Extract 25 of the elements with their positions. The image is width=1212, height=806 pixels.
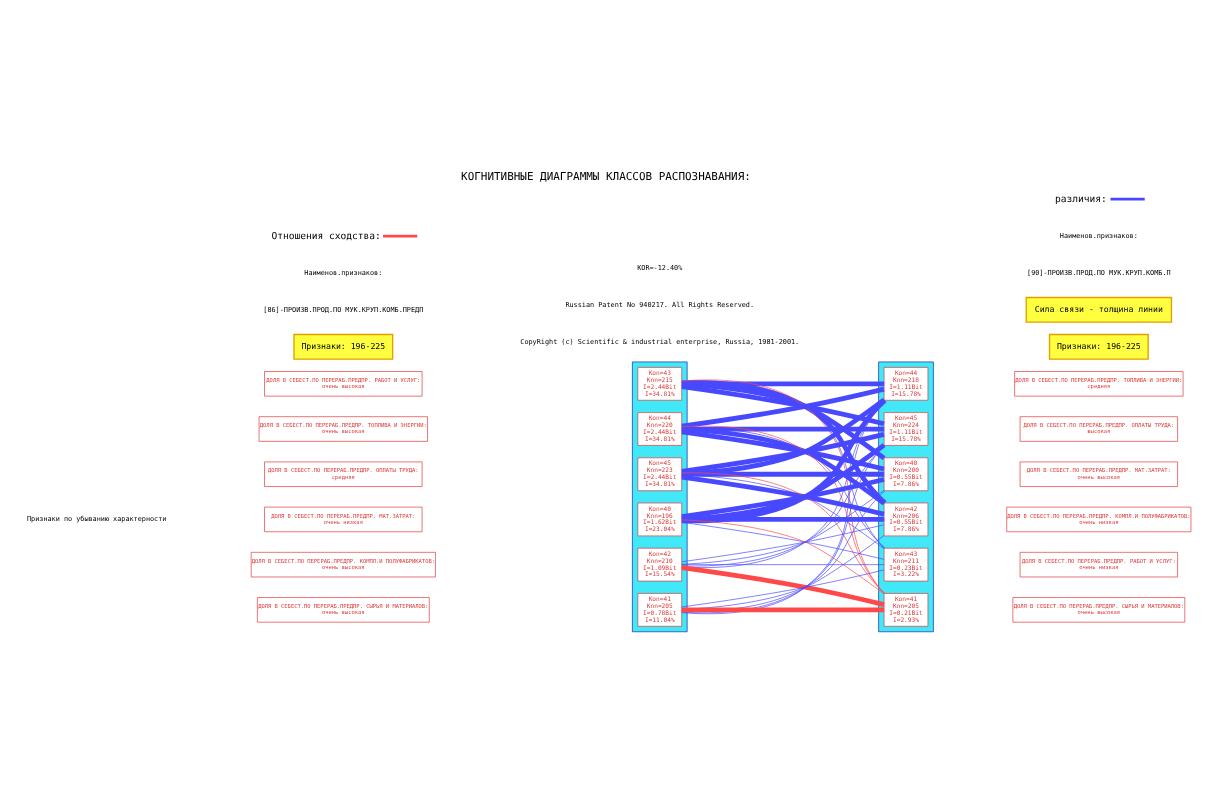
- connector: [681, 445, 885, 614]
- connector: [681, 427, 886, 549]
- connector: [681, 472, 886, 594]
- connector: [681, 490, 886, 612]
- cluster: [632, 361, 688, 633]
- connector: [681, 379, 885, 594]
- connector: [681, 490, 885, 565]
- connector: [681, 398, 887, 524]
- connector: [681, 519, 885, 595]
- connector: [681, 445, 886, 567]
- connector: [681, 399, 885, 615]
- cluster: [878, 361, 934, 633]
- connector: [681, 607, 885, 613]
- connector: [681, 517, 885, 522]
- connector: [681, 474, 885, 549]
- connector: [681, 427, 886, 506]
- connector: [681, 380, 885, 549]
- connector: [681, 381, 886, 461]
- connector: [681, 380, 887, 505]
- connector: [681, 471, 885, 477]
- connector: [681, 400, 885, 568]
- connector: [681, 564, 885, 565]
- connector: [681, 425, 885, 594]
- connector: [681, 443, 886, 522]
- connector: [681, 397, 886, 477]
